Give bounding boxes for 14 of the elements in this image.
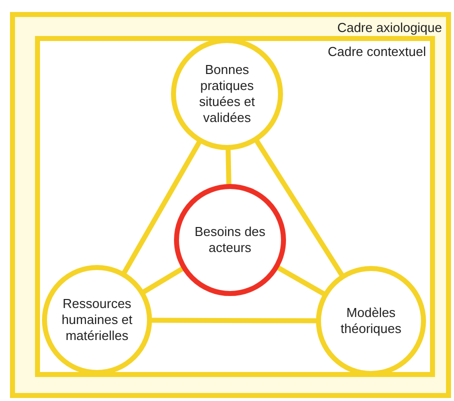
connector-line bbox=[141, 266, 186, 295]
connector-line bbox=[150, 318, 318, 324]
connector-line bbox=[276, 264, 326, 297]
circle-label: Modèles théoriques bbox=[340, 305, 402, 337]
connector-line bbox=[226, 148, 232, 186]
outer-frame bbox=[10, 12, 451, 398]
connector-line bbox=[121, 140, 202, 276]
circle-label: Besoins des acteurs bbox=[194, 224, 266, 256]
frame-title: Cadre contextuel bbox=[328, 44, 426, 59]
circle-label: Ressources humaines et matérielles bbox=[60, 296, 134, 344]
inner-frame bbox=[35, 36, 435, 377]
connector-line bbox=[254, 138, 345, 278]
circle-label: Bonnes pratiques situées et validées bbox=[198, 62, 256, 126]
frame-title: Cadre axiologique bbox=[337, 20, 442, 35]
